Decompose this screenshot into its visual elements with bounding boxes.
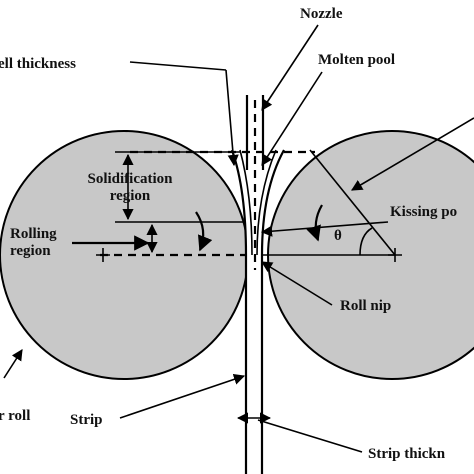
left-rotation-arrow bbox=[195, 211, 213, 252]
shell-thickness-leader bbox=[129, 61, 227, 71]
strip-thickness-leader bbox=[257, 419, 363, 453]
kissing-point-leader bbox=[260, 221, 389, 237]
roll-nip-leader bbox=[261, 261, 333, 306]
strip-thickness-label: Strip thickn bbox=[368, 446, 446, 462]
shell-thickness-label: ell thickness bbox=[0, 56, 76, 72]
rolling-label-line2: region bbox=[10, 243, 51, 259]
solidification-label-line2: region bbox=[110, 188, 151, 204]
theta-radius bbox=[309, 149, 396, 256]
strip-leader bbox=[119, 373, 246, 419]
strip-label: Strip bbox=[70, 412, 103, 428]
right-upper-leader bbox=[351, 117, 474, 191]
molten-pool-leader bbox=[261, 71, 323, 166]
roll-label: r roll bbox=[0, 408, 30, 424]
molten-pool-label: Molten pool bbox=[318, 52, 395, 68]
right-shell-inner bbox=[256, 149, 277, 256]
left-shell-inner bbox=[239, 149, 253, 256]
right-shell bbox=[260, 149, 285, 474]
molten-pool-channel bbox=[232, 150, 284, 474]
left-roll-center bbox=[96, 248, 110, 262]
rolling-label-line1: Rolling bbox=[10, 226, 57, 242]
roll-leader bbox=[3, 349, 23, 379]
right-rotation-arrow bbox=[306, 204, 323, 242]
roll-nip-label: Roll nip bbox=[340, 298, 391, 314]
nozzle-leader bbox=[261, 24, 319, 111]
shell-thickness-down bbox=[225, 69, 239, 167]
theta-label: θ bbox=[334, 228, 342, 244]
solidification-label-line1: Solidification bbox=[87, 171, 173, 187]
nozzle-label: Nozzle bbox=[300, 6, 343, 22]
theta-arc bbox=[359, 227, 373, 256]
kissing-point-label: Kissing po bbox=[390, 204, 457, 220]
